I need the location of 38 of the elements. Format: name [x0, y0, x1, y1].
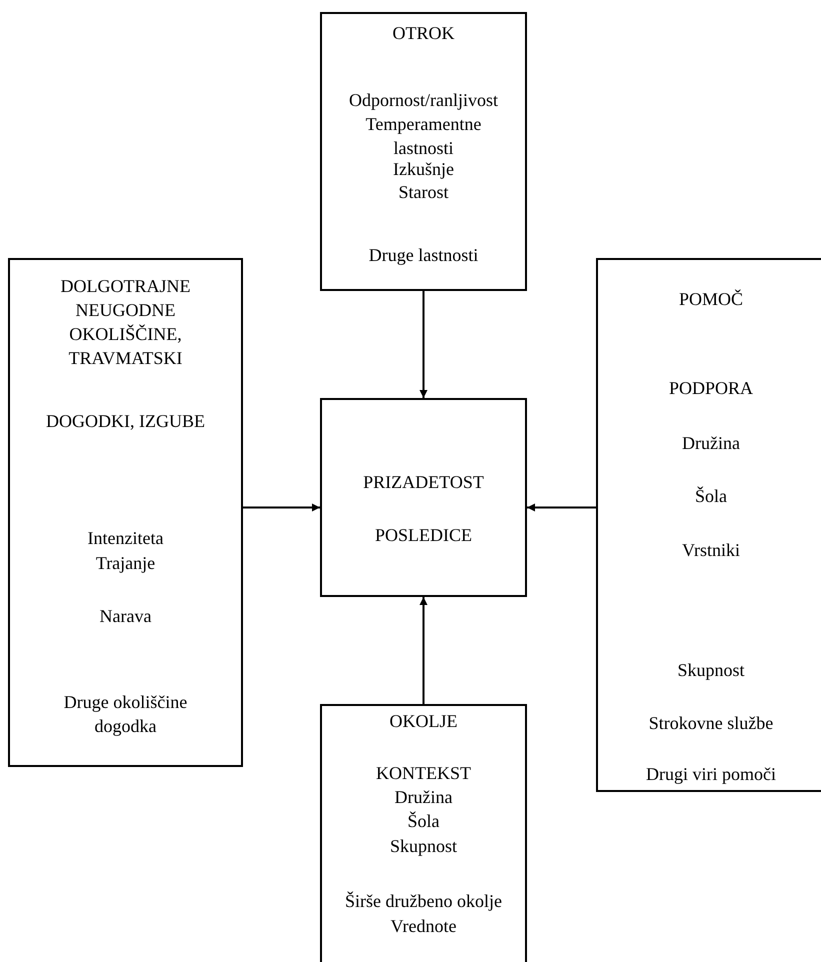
box-text: PODPORA	[668, 377, 754, 400]
box-text: POSLEDICE	[374, 524, 473, 547]
box-text: Šola	[694, 485, 728, 508]
text-box	[320, 704, 527, 962]
text-box	[596, 258, 821, 792]
box-text: Narava	[98, 605, 152, 628]
box-text: Drugi viri pomoči	[645, 763, 777, 786]
arrow	[420, 597, 428, 704]
text-box	[320, 12, 527, 291]
box-text: Strokovne službe	[648, 712, 774, 735]
box-heading: DOLGOTRAJNE NEUGODNE OKOLIŠČINE, TRAVMATSKI	[60, 275, 192, 370]
box-text: Trajanje	[94, 552, 156, 575]
text-box	[320, 398, 527, 597]
box-text: Skupnost	[676, 659, 746, 682]
box-text: Druge lastnosti	[368, 244, 480, 267]
box-text: Šola	[406, 810, 440, 833]
box-text: Starost	[397, 181, 450, 204]
text-box	[8, 258, 243, 767]
box-heading: PRIZADETOST	[362, 471, 485, 494]
box-text: Vrstniki	[681, 539, 741, 562]
box-text: Skupnost	[388, 835, 458, 858]
box-text: Intenziteta	[86, 527, 164, 550]
arrow	[243, 504, 320, 512]
box-heading: POMOČ	[678, 288, 744, 311]
box-text: KONTEKST	[375, 762, 472, 785]
box-text: Družina	[394, 786, 454, 809]
arrow	[527, 504, 596, 512]
box-text: Vrednote	[390, 915, 458, 938]
arrow	[420, 291, 428, 398]
box-text: Širše družbeno okolje	[344, 890, 503, 913]
box-text: DOGODKI, IZGUBE	[45, 410, 206, 433]
box-heading: OTROK	[392, 22, 456, 45]
box-text: Temperamentne lastnosti	[364, 113, 482, 160]
box-text: Druge okoliščine dogodka	[62, 691, 188, 738]
box-heading: OKOLJE	[388, 710, 458, 733]
box-text: Družina	[681, 432, 741, 455]
box-text: Izkušnje	[392, 158, 455, 181]
box-text: Odpornost/ranljivost	[348, 89, 499, 112]
